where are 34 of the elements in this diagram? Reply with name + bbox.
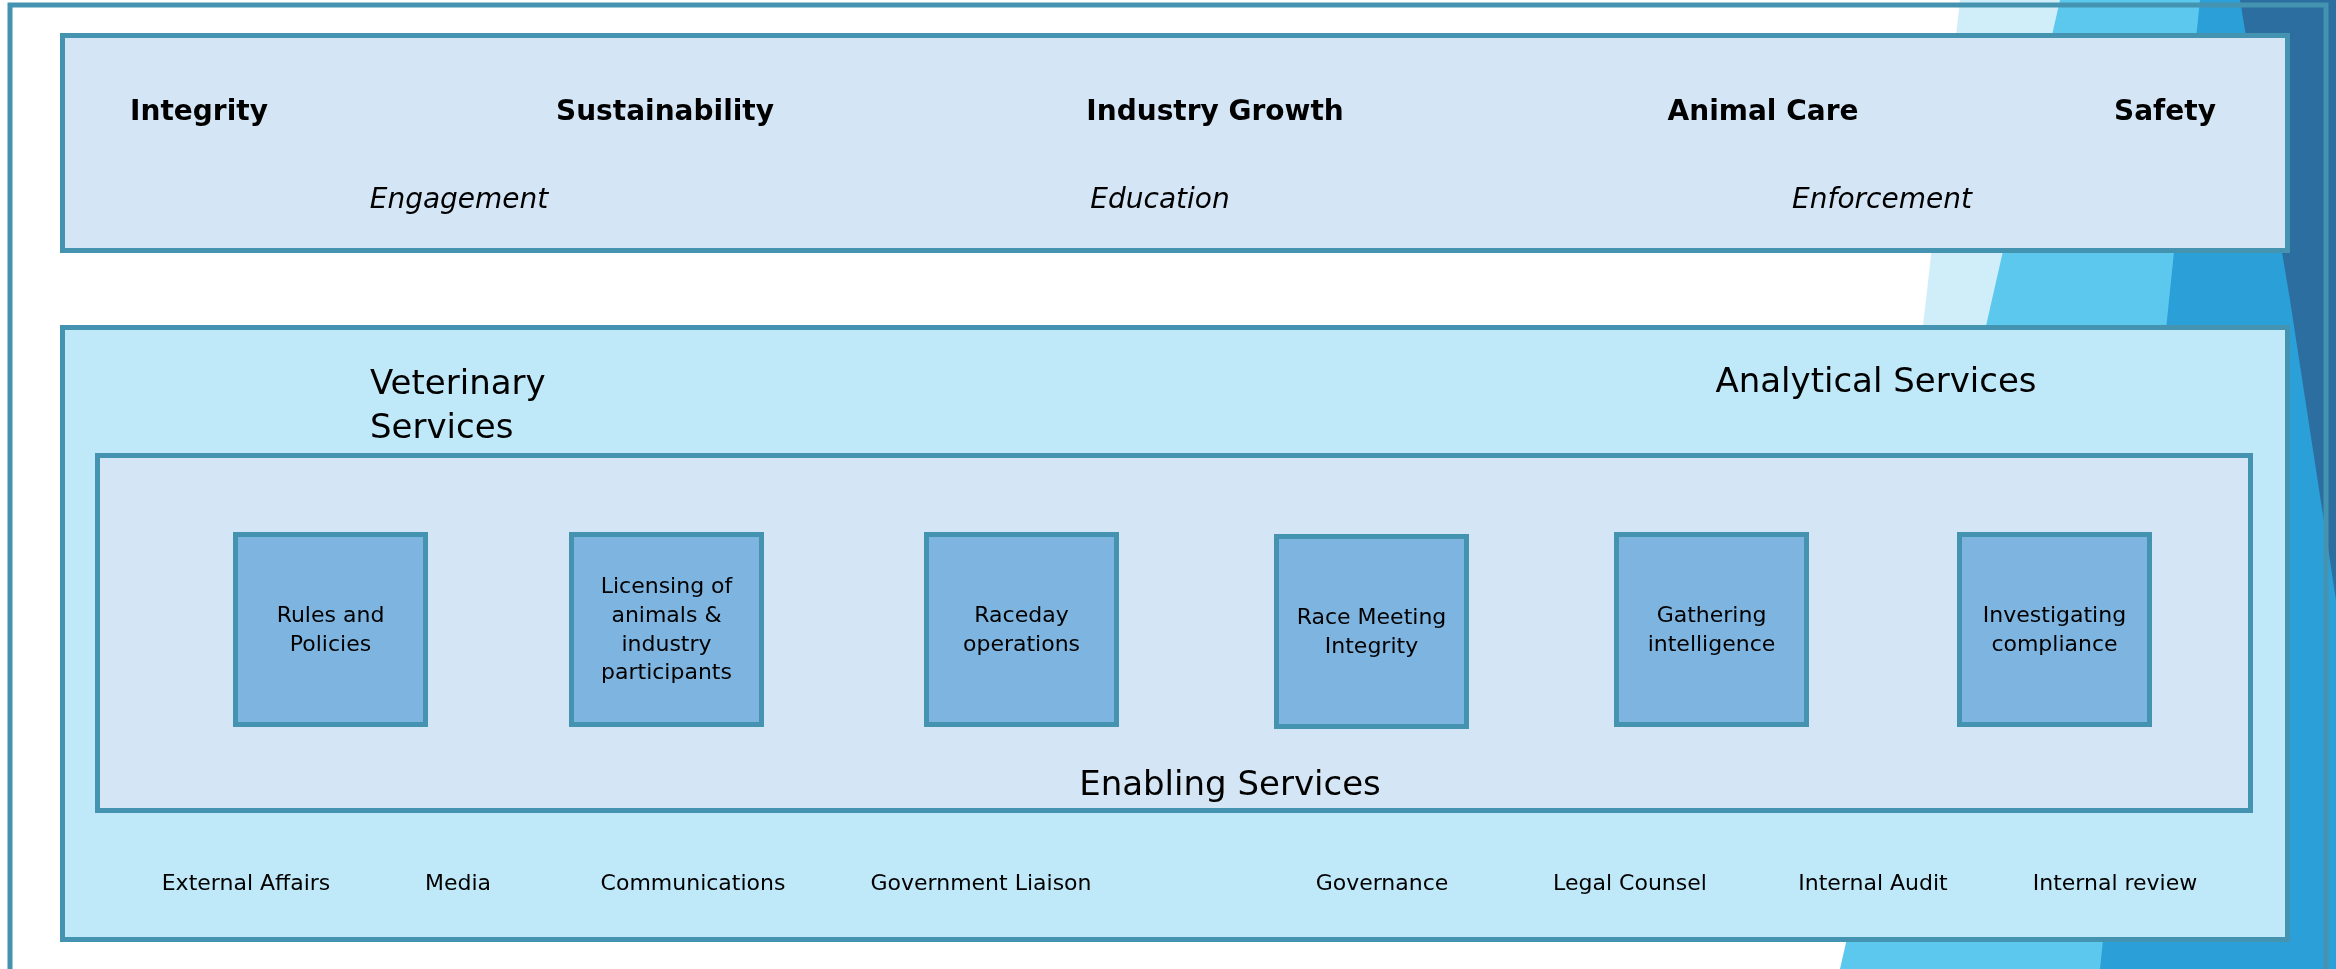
service-box (233, 532, 428, 727)
service-label: Internal Audit (1798, 870, 1948, 895)
section-heading: Enabling Services (1079, 763, 1381, 803)
box-label: Licensing of animals & industry participants (599, 572, 734, 687)
box-label: Gathering intelligence (1646, 600, 1777, 658)
approach-label: Education (1090, 182, 1230, 215)
service-label: Legal Counsel (1553, 870, 1707, 895)
service-box (1274, 534, 1469, 729)
service-label: Internal review (2032, 870, 2198, 895)
service-label: Governance (1315, 870, 1449, 895)
services-panel (60, 325, 2290, 942)
service-label: External Affairs (161, 870, 331, 895)
service-label: Government Liaison (870, 870, 1092, 895)
service-box (1957, 532, 2152, 727)
approach-label: Enforcement (1792, 182, 1972, 215)
value-heading: Safety (2114, 94, 2216, 127)
box-label: Race Meeting Integrity (1295, 602, 1448, 660)
section-heading: Analytical Services (1715, 360, 2037, 400)
service-box (1614, 532, 1809, 727)
approach-label: Engagement (369, 182, 549, 215)
value-heading: Integrity (130, 94, 268, 127)
box-label: Raceday operations (961, 600, 1082, 658)
enabling-services-panel (95, 453, 2253, 813)
box-label: Rules and Policies (275, 600, 386, 658)
section-heading: Veterinary Services (370, 361, 547, 449)
box-label: Investigating compliance (1981, 600, 2128, 658)
values-panel (60, 33, 2290, 253)
service-label: Communications (600, 870, 786, 895)
value-heading: Animal Care (1667, 94, 1859, 127)
service-box (569, 532, 764, 727)
value-heading: Sustainability (556, 94, 774, 127)
value-heading: Industry Growth (1086, 94, 1344, 127)
service-box (924, 532, 1119, 727)
service-label: Media (424, 870, 492, 895)
